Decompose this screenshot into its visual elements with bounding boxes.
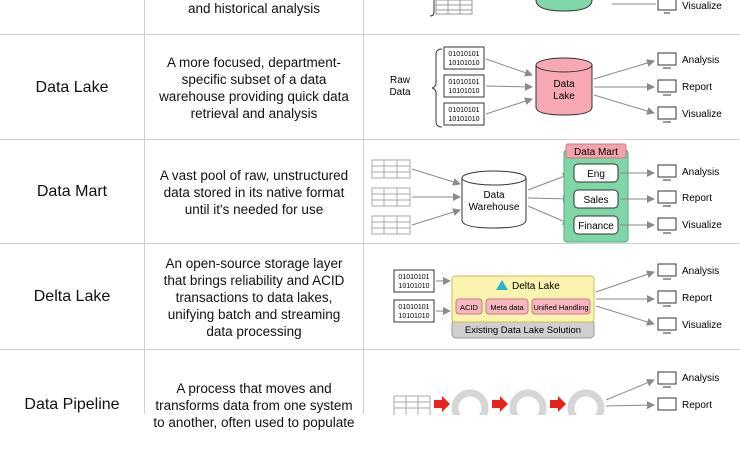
pipeline-stage <box>451 389 489 427</box>
output-label-report: Report <box>682 193 712 204</box>
output-label-report: Report <box>682 82 712 93</box>
pipeline-arrow <box>550 396 566 412</box>
description-cell: and historical analysis <box>187 1 321 16</box>
table-icon <box>371 215 411 235</box>
delta-lake-title: Delta Lake <box>512 281 560 292</box>
data-warehouse-cylinder: Data Warehouse <box>461 170 527 229</box>
mart-sales: Sales <box>583 195 608 206</box>
table-icon <box>435 0 473 15</box>
svg-text:10101010: 10101010 <box>448 60 479 67</box>
monitor-icon <box>657 290 677 307</box>
monitor-icon <box>657 79 677 96</box>
delta-unified: Unified Handling <box>533 303 588 312</box>
mart-finance: Finance <box>578 221 614 232</box>
raw-data-label-2: Data <box>389 87 411 98</box>
term-cell: Delta Lake <box>33 288 111 305</box>
raw-data-label: Raw <box>390 75 411 86</box>
delta-acid: ACID <box>460 303 479 312</box>
output-label-visualize: Visualize <box>682 320 722 331</box>
svg-text:10101010: 10101010 <box>448 88 479 95</box>
term-cell <box>0 0 144 35</box>
output-label-visualize: Visualize <box>682 1 722 12</box>
table-row: Data Lake A more focused, department-spe… <box>0 34 740 140</box>
monitor-icon <box>657 397 677 411</box>
diagram-delta-lake: 01010101 10101010 01010101 10101010 Exis… <box>364 244 740 350</box>
output-label-analysis: Analysis <box>682 55 719 66</box>
output-label-visualize: Visualize <box>682 220 722 231</box>
data-lake-cylinder: Data Lake <box>535 57 593 116</box>
table-row: and historical analysis Visualize <box>0 0 740 35</box>
svg-text:Data: Data <box>483 190 505 201</box>
monitor-icon <box>657 263 677 280</box>
pipeline-stage <box>567 389 605 427</box>
monitor-icon <box>657 52 677 69</box>
svg-text:01010101: 01010101 <box>448 107 479 114</box>
binary-block-3: 01010101 10101010 <box>443 102 485 126</box>
column-divider-1 <box>144 0 145 414</box>
monitor-icon <box>657 371 677 388</box>
existing-solution-label: Existing Data Lake Solution <box>465 325 581 336</box>
table-icon <box>371 159 411 179</box>
svg-text:01010101: 01010101 <box>448 51 479 58</box>
diagram-warehouse-partial: Visualize <box>364 0 740 35</box>
svg-text:Warehouse: Warehouse <box>469 202 520 213</box>
output-label-visualize: Visualize <box>682 109 722 120</box>
output-label-analysis: Analysis <box>682 373 719 384</box>
description-cell: A more focused, department-specific subs… <box>159 54 349 121</box>
delta-metadata: Meta data <box>490 303 524 312</box>
delta-icon <box>496 280 508 290</box>
term-cell: Data Mart <box>36 183 108 200</box>
monitor-icon <box>657 190 677 207</box>
svg-text:10101010: 10101010 <box>398 283 429 290</box>
data-mart-group: Data Mart Eng Sales Finance <box>563 143 629 243</box>
output-label-analysis: Analysis <box>682 167 719 178</box>
table-icon <box>393 395 431 417</box>
table-icon <box>371 187 411 207</box>
pipeline-arrow <box>434 396 450 412</box>
description-cell: An open-source storage layer that brings… <box>163 255 345 339</box>
monitor-icon <box>657 217 677 234</box>
binary-block-2: 01010101 10101010 <box>443 74 485 98</box>
svg-text:10101010: 10101010 <box>398 313 429 320</box>
svg-text:01010101: 01010101 <box>398 304 429 311</box>
diagram-data-pipeline: Analysis Report <box>364 350 740 427</box>
table-row: Data Mart A vast pool of raw, unstructur… <box>0 139 740 244</box>
monitor-icon <box>657 106 677 123</box>
monitor-icon <box>657 0 677 14</box>
delta-lake-box: Delta Lake ACID Meta data Unified Handli… <box>451 275 595 323</box>
output-label-analysis: Analysis <box>682 266 719 277</box>
diagram-data-lake: Raw Data 01010101 10101010 01010101 1010… <box>364 35 740 140</box>
description-cell: A vast pool of raw, unstructured data st… <box>159 167 349 217</box>
term-cell: Data Lake <box>35 78 109 96</box>
svg-text:01010101: 01010101 <box>448 79 479 86</box>
svg-text:10101010: 10101010 <box>448 116 479 123</box>
svg-text:Lake: Lake <box>553 91 575 102</box>
output-label-report: Report <box>682 400 712 411</box>
pipeline-arrow <box>492 396 508 412</box>
pipeline-stage <box>509 389 547 427</box>
table-row: Delta Lake An open-source storage layer … <box>0 243 740 350</box>
description-cell: A process that moves and transforms data… <box>153 380 355 430</box>
output-label-report: Report <box>682 293 712 304</box>
monitor-icon <box>657 164 677 181</box>
term-cell: Data Pipeline <box>24 396 120 413</box>
mart-eng: Eng <box>587 169 605 180</box>
table-row: Data Pipeline A process that moves and t… <box>0 349 740 430</box>
diagram-data-mart: Data Warehouse Data Mart Eng Sales Finan… <box>364 140 740 244</box>
binary-block-2: 01010101 10101010 <box>393 299 435 323</box>
monitor-icon <box>657 317 677 334</box>
svg-text:Data: Data <box>553 79 575 90</box>
binary-block-1: 01010101 10101010 <box>393 269 435 293</box>
svg-text:01010101: 01010101 <box>398 274 429 281</box>
binary-block-1: 01010101 10101010 <box>443 46 485 70</box>
column-divider-2 <box>363 0 364 414</box>
data-mart-title: Data Mart <box>574 147 618 158</box>
